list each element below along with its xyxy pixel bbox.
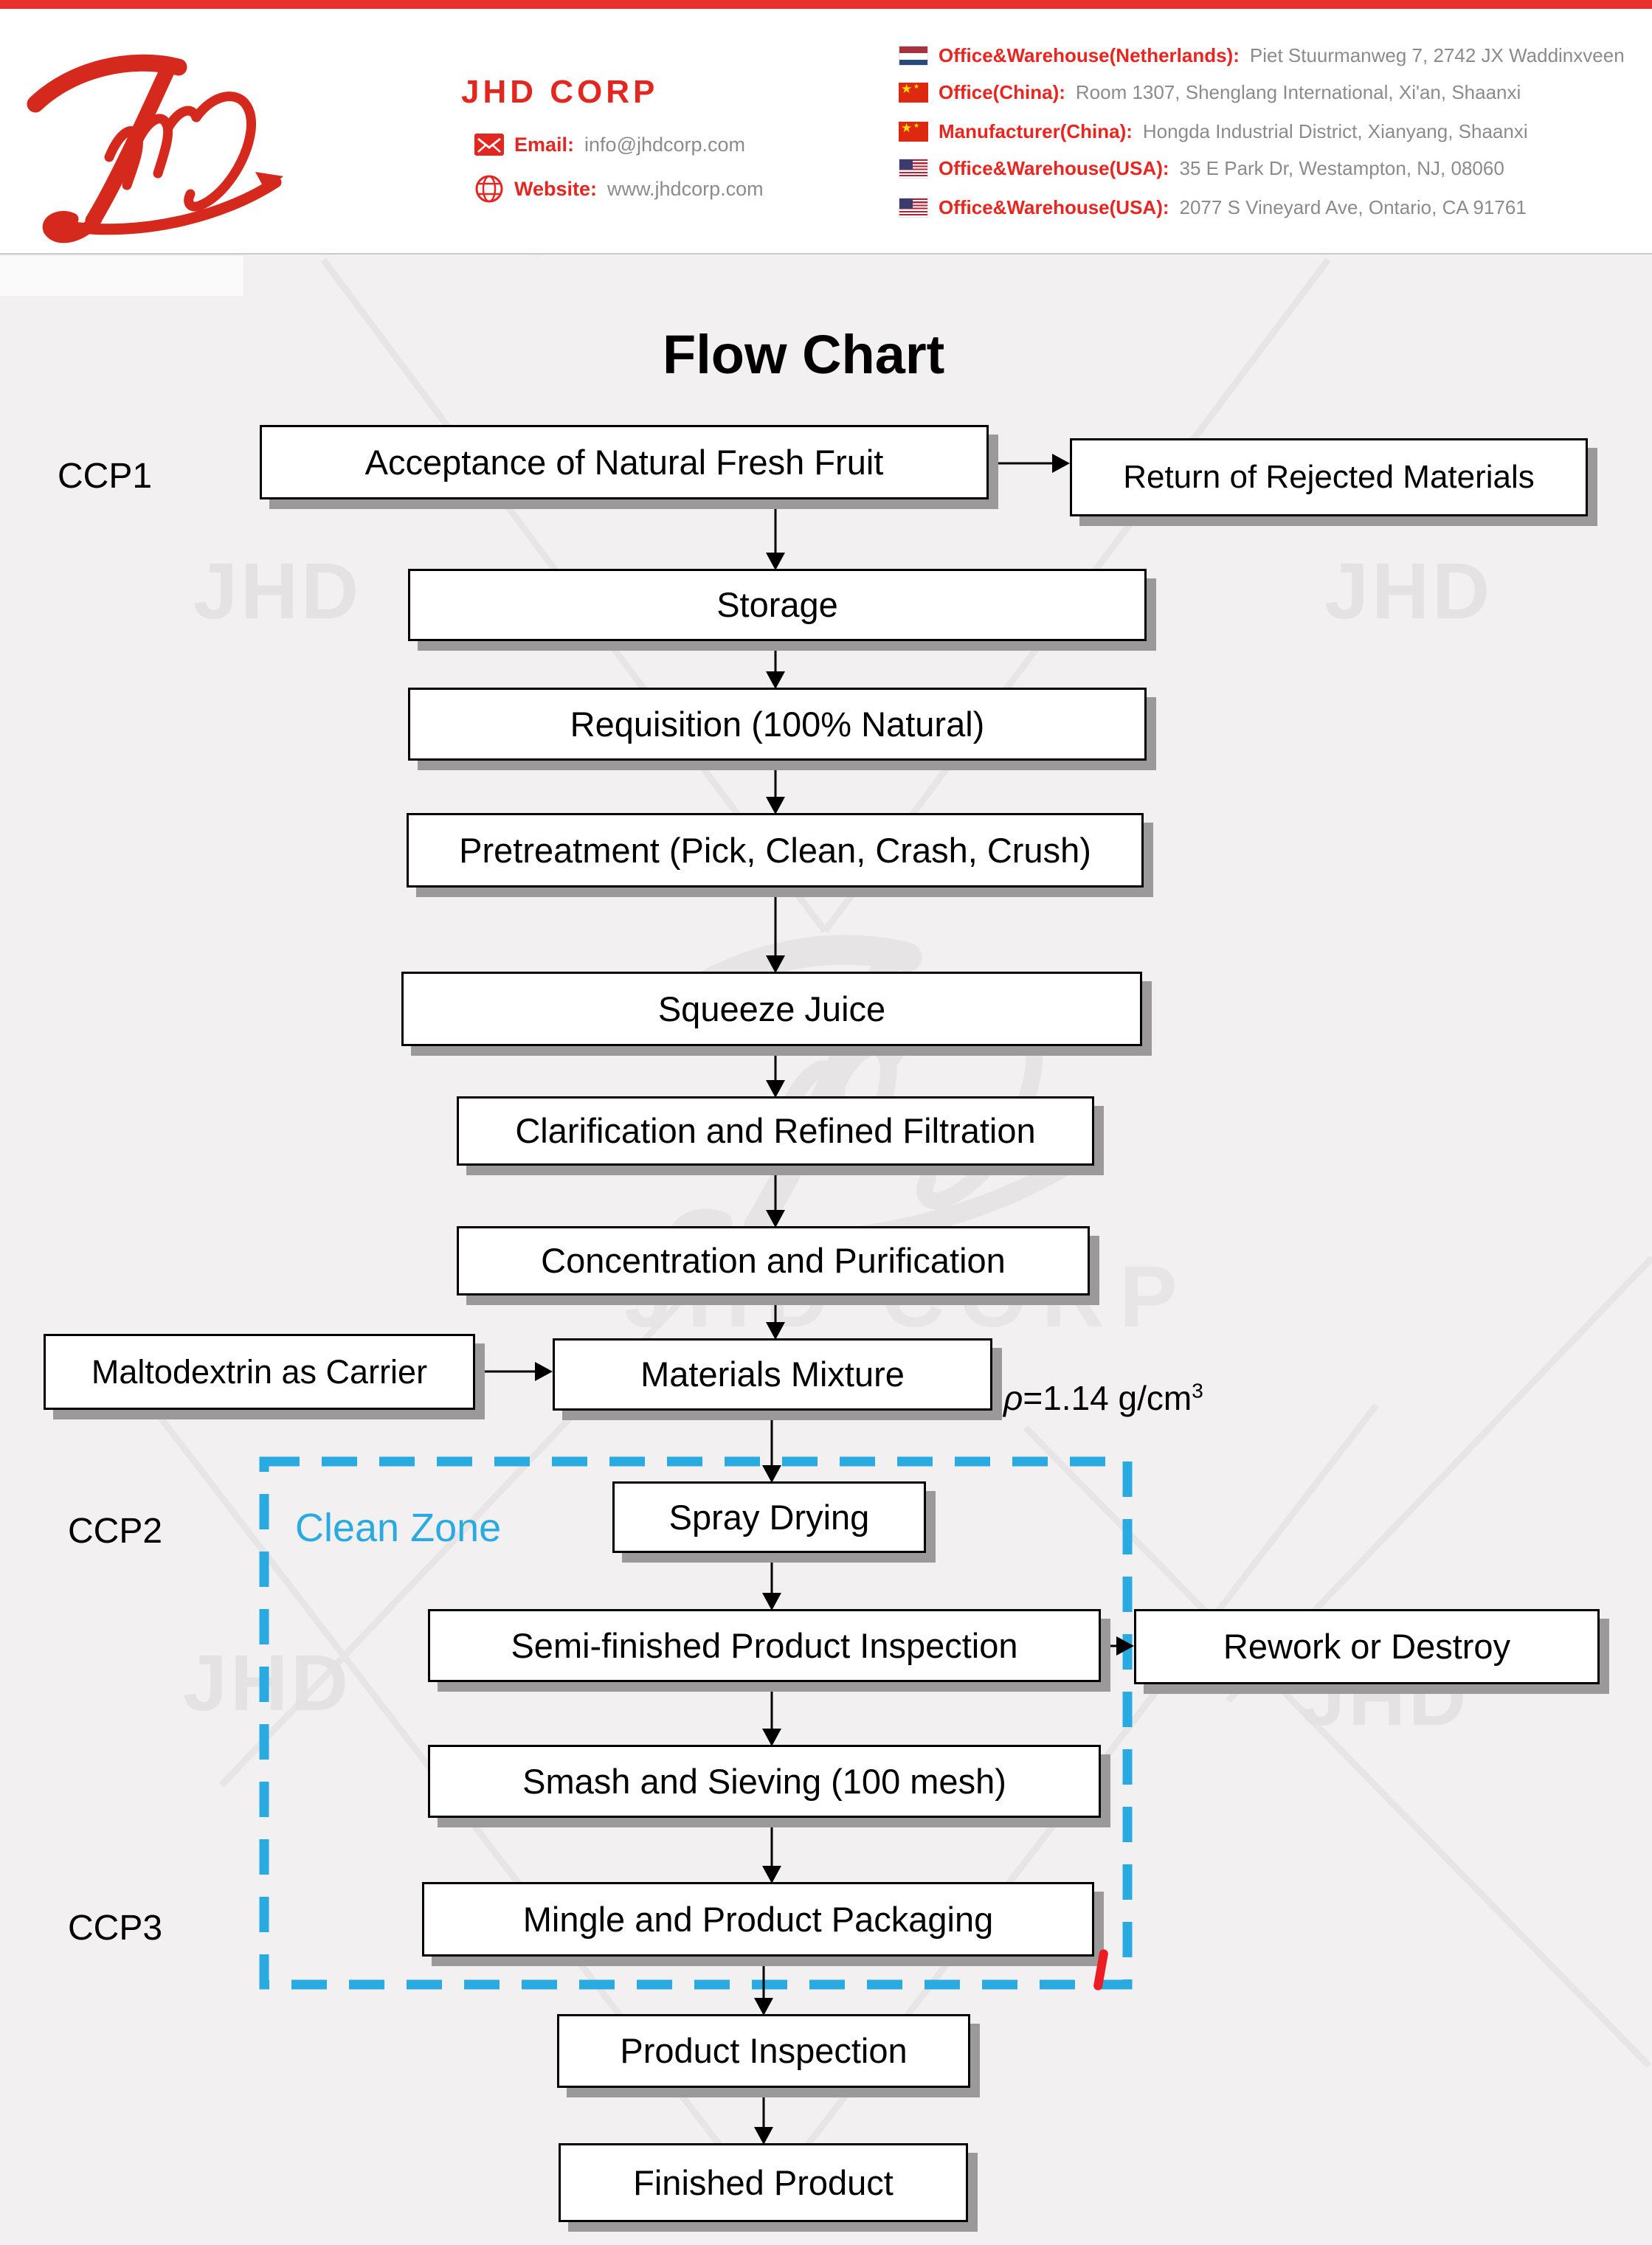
company-name: JHD CORP	[461, 74, 659, 110]
flow-box-label: Pretreatment (Pick, Clean, Crash, Crush)	[459, 830, 1091, 870]
flow-box-label: Acceptance of Natural Fresh Fruit	[364, 442, 884, 482]
flow-arrow-semi-smash	[762, 1682, 781, 1746]
ccp3-label: CCP3	[68, 1909, 163, 1948]
flow-box-label: Storage	[716, 585, 838, 625]
flow-arrow-semi-rework	[1102, 1636, 1134, 1656]
flow-box-rework-or-destroy: Rework or Destroy	[1134, 1609, 1600, 1684]
flow-box-label: Maltodextrin as Carrier	[91, 1352, 428, 1391]
flow-box-label: Rework or Destroy	[1223, 1627, 1511, 1667]
flow-box-materials-mixture: Materials Mixture	[553, 1338, 992, 1411]
flow-arrow-mingle-inspection	[754, 1957, 773, 2016]
address-value: 35 E Park Dr, Westampton, NJ, 08060	[1179, 156, 1504, 179]
flow-arrow-squeeze-clarification	[766, 1046, 785, 1098]
top-red-bar	[0, 0, 1652, 9]
usa-flag-icon	[899, 197, 928, 218]
flow-arrow-smash-mingle	[762, 1818, 781, 1883]
flow-arrow-storage-requisition	[766, 641, 785, 689]
website-row: Website: www.jhdcorp.com	[474, 174, 764, 204]
flow-box-label: Squeeze Juice	[657, 989, 886, 1028]
flow-box-label: Requisition (100% Natural)	[570, 704, 985, 744]
ccp1-label: CCP1	[58, 457, 153, 496]
flow-box-storage: Storage	[408, 569, 1147, 641]
envelope-icon	[474, 134, 504, 156]
address-label: Manufacturer(China):	[939, 120, 1133, 142]
flow-arrow-acceptance-return	[990, 454, 1070, 473]
email-row: Email: info@jhdcorp.com	[474, 130, 745, 159]
website-label: Website:	[514, 177, 598, 200]
flow-box-smash-sieving: Smash and Sieving (100 mesh)	[428, 1745, 1101, 1818]
density-note: ρ=1.14 g/cm3	[1003, 1378, 1203, 1418]
address-value: Hongda Industrial District, Xianyang, Sh…	[1142, 120, 1528, 142]
flow-arrow-clarification-concentration	[766, 1166, 785, 1228]
address-row-usa-nj: Office&Warehouse(USA): 35 E Park Dr, Wes…	[899, 157, 1504, 179]
watermark-jhd-left-upper: JHD	[193, 546, 362, 635]
address-label: Office&Warehouse(USA):	[939, 196, 1169, 218]
globe-icon	[475, 175, 503, 203]
netherlands-flag-icon	[899, 45, 928, 66]
flow-box-concentration: Concentration and Purification	[457, 1226, 1090, 1296]
flow-box-label: Smash and Sieving (100 mesh)	[522, 1761, 1006, 1801]
header: JHD CORP Email: info@jhdcorp.com Website…	[0, 9, 1652, 255]
china-flag-icon	[899, 121, 928, 142]
flow-box-squeeze-juice: Squeeze Juice	[401, 972, 1142, 1046]
flow-arrow-maltodextrin-materials	[477, 1362, 553, 1381]
jhd-signature-logo	[21, 43, 316, 246]
density-rho: ρ	[1003, 1379, 1023, 1417]
flow-box-label: Return of Rejected Materials	[1123, 458, 1535, 495]
flow-arrow-acceptance-storage	[766, 499, 785, 570]
address-label: Office(China):	[939, 80, 1065, 103]
flow-box-label: Concentration and Purification	[541, 1241, 1006, 1281]
flow-box-label: Spray Drying	[668, 1497, 870, 1537]
flow-box-pretreatment: Pretreatment (Pick, Clean, Crash, Crush)	[407, 813, 1144, 888]
flow-box-product-inspection: Product Inspection	[557, 2014, 970, 2088]
address-value: Piet Stuurmanweg 7, 2742 JX Waddinxveen	[1249, 44, 1625, 66]
address-label: Office&Warehouse(USA):	[939, 156, 1169, 179]
address-value: Room 1307, Shenglang International, Xi'a…	[1075, 80, 1521, 103]
china-flag-icon	[899, 82, 928, 103]
flow-box-finished-product: Finished Product	[559, 2143, 968, 2222]
address-row-netherlands: Office&Warehouse(Netherlands): Piet Stuu…	[899, 44, 1625, 66]
address-row-china-office: Office(China): Room 1307, Shenglang Inte…	[899, 81, 1521, 103]
address-value: 2077 S Vineyard Ave, Ontario, CA 91761	[1179, 196, 1527, 218]
header-white-underlay	[0, 256, 243, 296]
flow-arrow-concentration-materials	[766, 1296, 785, 1340]
density-superscript: 3	[1192, 1379, 1203, 1402]
flow-box-label: Clarification and Refined Filtration	[515, 1111, 1036, 1151]
flow-arrow-pretreatment-squeeze	[766, 888, 785, 973]
flow-box-spray-drying: Spray Drying	[612, 1481, 926, 1553]
watermark-jhd-right-upper: JHD	[1324, 546, 1493, 635]
flow-box-label: Semi-finished Product Inspection	[511, 1625, 1018, 1665]
address-row-china-manufacturer: Manufacturer(China): Hongda Industrial D…	[899, 120, 1528, 142]
flow-box-requisition: Requisition (100% Natural)	[408, 688, 1147, 761]
flow-box-mingle-packaging: Mingle and Product Packaging	[422, 1882, 1094, 1957]
website-value[interactable]: www.jhdcorp.com	[607, 177, 764, 200]
address-row-usa-ca: Office&Warehouse(USA): 2077 S Vineyard A…	[899, 196, 1527, 218]
flow-box-label: Materials Mixture	[640, 1355, 905, 1394]
flow-box-clarification: Clarification and Refined Filtration	[457, 1096, 1094, 1166]
flow-box-label: Finished Product	[633, 2162, 894, 2202]
flow-arrow-materials-spray	[762, 1411, 781, 1483]
clean-zone-label: Clean Zone	[295, 1506, 502, 1550]
flow-box-label: Product Inspection	[620, 2031, 908, 2071]
address-label: Office&Warehouse(Netherlands):	[939, 44, 1240, 66]
email-value[interactable]: info@jhdcorp.com	[584, 133, 746, 156]
flow-arrow-inspection-finished	[754, 2088, 773, 2145]
usa-flag-icon	[899, 158, 928, 179]
flow-box-acceptance: Acceptance of Natural Fresh Fruit	[260, 425, 989, 499]
flow-box-semi-finished-inspection: Semi-finished Product Inspection	[428, 1609, 1101, 1682]
flow-box-return-rejected: Return of Rejected Materials	[1070, 438, 1588, 516]
clean-zone-border	[259, 1456, 1133, 1990]
email-label: Email:	[514, 133, 575, 156]
page-title: Flow Chart	[663, 324, 945, 385]
flow-box-label: Mingle and Product Packaging	[522, 1899, 994, 1939]
flow-arrow-requisition-pretreatment	[766, 761, 785, 814]
watermark-signature-logo	[631, 919, 1147, 1267]
ccp2-label: CCP2	[68, 1512, 163, 1551]
flow-arrow-spray-semi	[762, 1553, 781, 1611]
flow-box-maltodextrin: Maltodextrin as Carrier	[44, 1334, 475, 1410]
density-text: =1.14 g/cm	[1023, 1379, 1192, 1417]
